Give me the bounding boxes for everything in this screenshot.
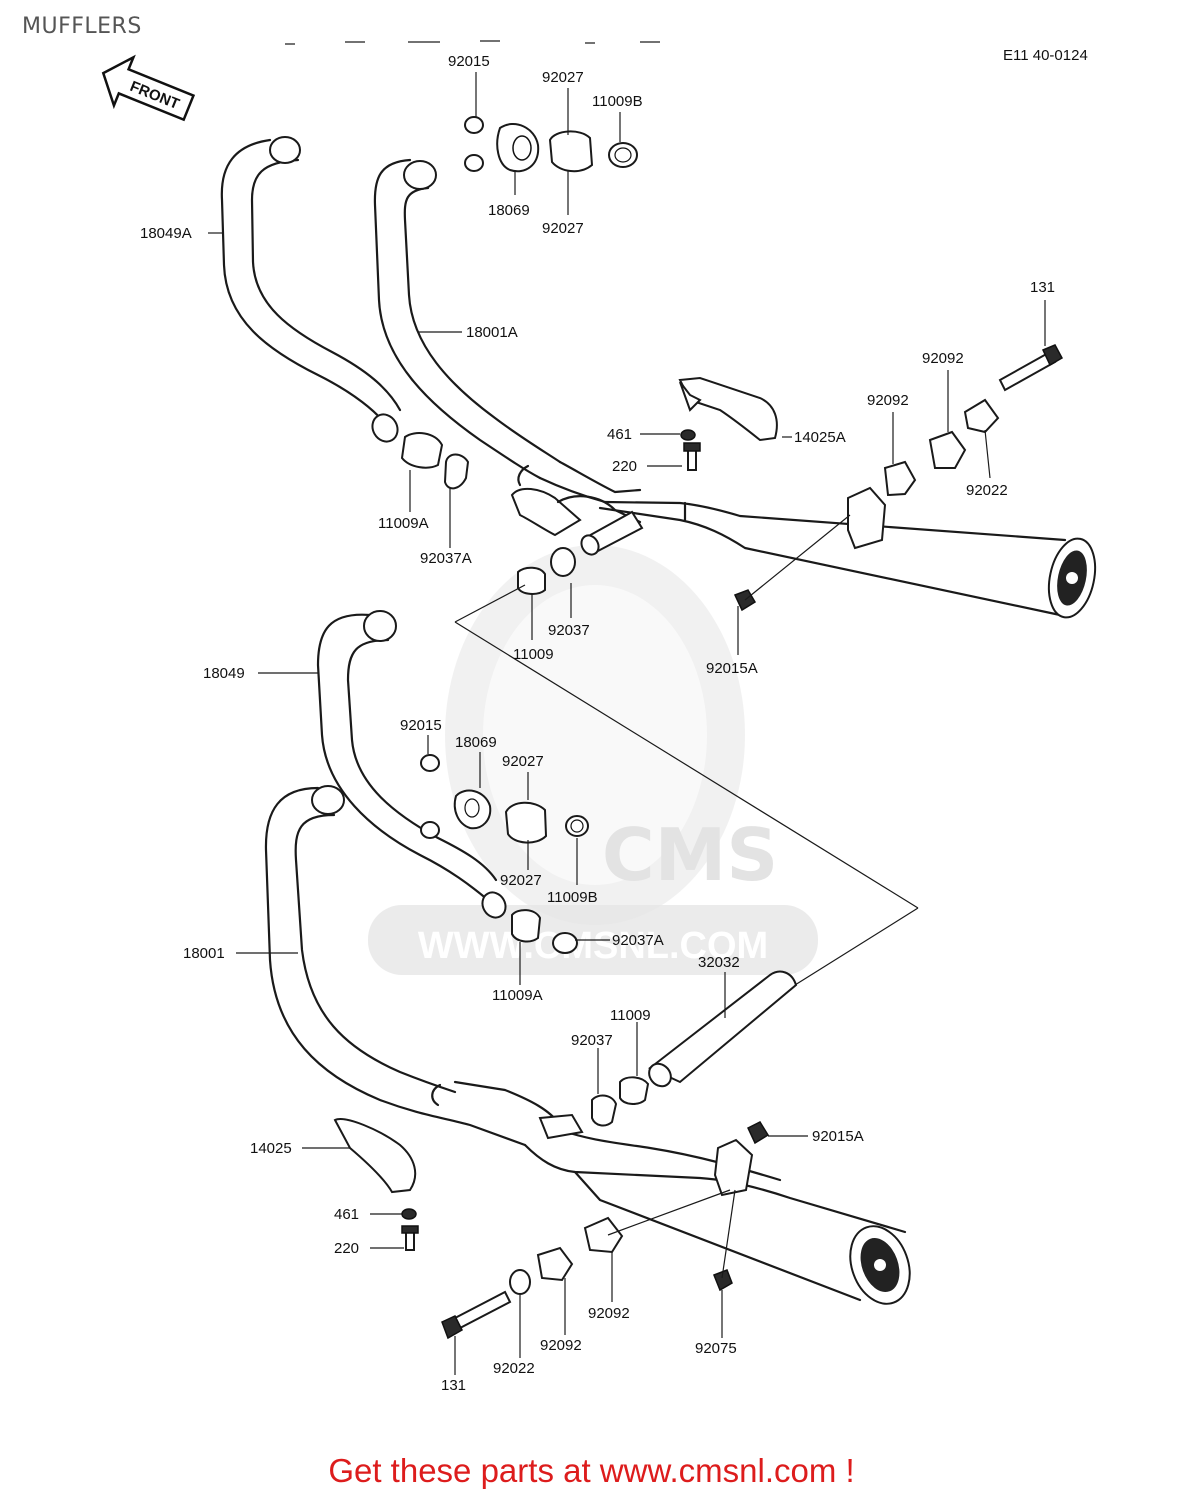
callout-92015-a: 92015 [448,53,490,70]
watermark-brand: CMS [602,813,778,897]
callout-92027-c: 92027 [502,753,544,770]
muffler-lower [431,1080,911,1305]
header-pipe-18049A [220,136,402,443]
callout-11009B-b: 11009B [547,889,598,906]
callout-11009A-b: 11009A [492,987,543,1004]
callout-220-a: 220 [612,458,637,475]
callout-92037-b: 92037 [571,1032,613,1049]
watermark-url: WWW.CMSNL.COM [418,925,768,967]
diagram-code: E11 40-0124 [1003,47,1088,64]
callout-11009-a: 11009 [513,646,554,663]
reference-lines [454,514,919,1279]
callout-18049: 18049 [203,665,245,682]
callout-461-a: 461 [607,426,632,443]
callout-92027-b: 92027 [542,220,584,237]
callout-92022-a: 92022 [966,482,1008,499]
callout-92027-d: 92027 [500,872,542,889]
callout-leaders [208,72,1046,1375]
callout-11009B-a: 11009B [592,93,643,110]
muffler-upper [517,460,1097,619]
callout-92092-c: 92092 [588,1305,630,1322]
callout-131-b: 131 [441,1377,466,1394]
header-pipe-18001 [264,785,527,1147]
header-pipe-18001A [373,158,562,480]
upper-hardware [400,116,1064,612]
callout-92092-b: 92092 [867,392,909,409]
faint-header-marks [285,40,660,45]
callout-18001: 18001 [183,945,225,962]
callout-11009-b: 11009 [610,1007,651,1024]
callout-92022-b: 92022 [493,1360,535,1377]
header-pipe-18049 [316,610,507,919]
callout-92075: 92075 [695,1340,737,1357]
callout-18069-a: 18069 [488,202,530,219]
callout-14025: 14025 [250,1140,292,1157]
callout-92037-a: 92037 [548,622,590,639]
callout-92092-d: 92092 [540,1337,582,1354]
crossover-pipe-upper [510,487,644,556]
callout-92037A-b: 92037A [612,932,664,949]
callout-18049A: 18049A [140,225,192,242]
callout-18069-b: 18069 [455,734,497,751]
lower-hardware [333,754,798,1340]
footer-link[interactable]: Get these parts at www.cmsnl.com ! [328,1452,855,1489]
callout-92037A-a: 92037A [420,550,472,567]
callout-11009A-a: 11009A [378,515,429,532]
callout-92027-a: 92027 [542,69,584,86]
callout-18001A: 18001A [466,324,518,341]
callout-131-a: 131 [1030,279,1055,296]
page-title: MUFFLERS [22,14,142,39]
callout-32032: 32032 [698,954,740,971]
front-arrow-icon: FRONT [101,54,196,122]
callout-220-b: 220 [334,1240,359,1257]
callout-92015A-b: 92015A [812,1128,864,1145]
callout-14025A: 14025A [794,429,846,446]
callout-92015A-a: 92015A [706,660,758,677]
callout-92015-b: 92015 [400,717,442,734]
callout-labels: 92015 92027 11009B 18069 92027 18049A 18… [140,53,1055,1394]
callout-92092-a: 92092 [922,350,964,367]
callout-461-b: 461 [334,1206,359,1223]
